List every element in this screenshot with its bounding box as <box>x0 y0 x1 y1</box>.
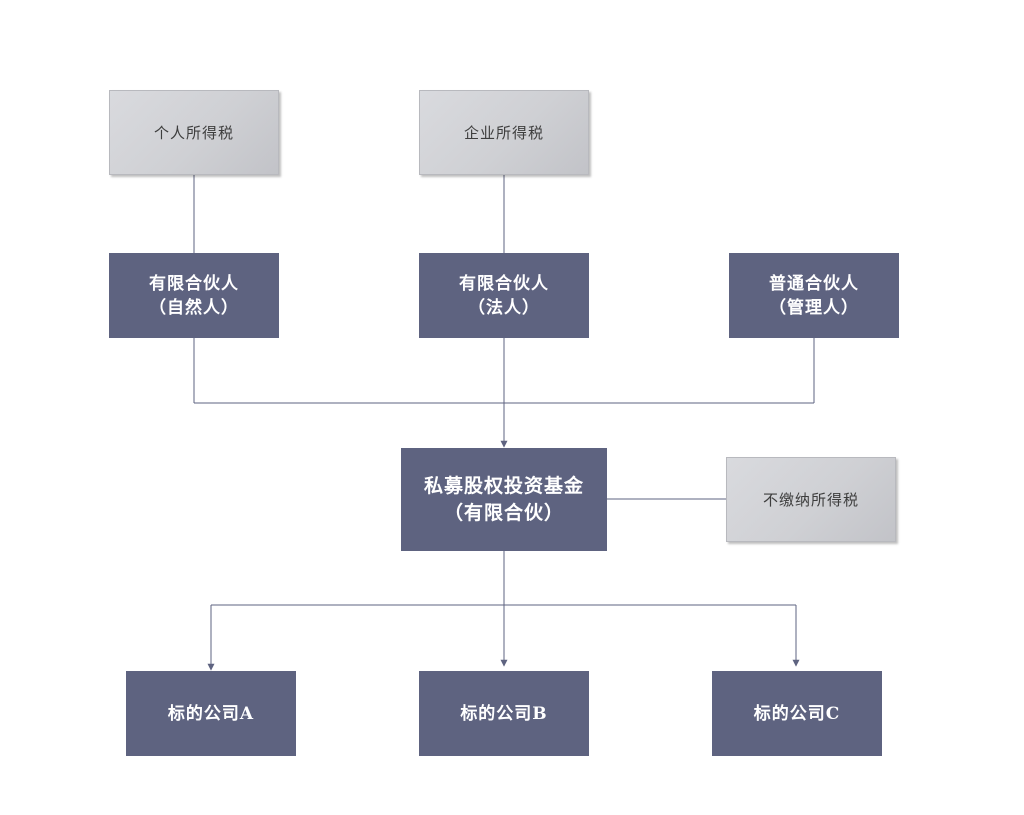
limited-partner-legal-box: 有限合伙人 （法人） <box>419 253 589 338</box>
limited-partner-legal-title: 有限合伙人 <box>459 273 549 294</box>
target-company-c-box: 标的公司C <box>712 671 882 756</box>
individual-income-tax-label: 个人所得税 <box>153 123 234 142</box>
target-company-a-label: 标的公司A <box>167 703 255 724</box>
target-company-a-box: 标的公司A <box>126 671 296 756</box>
limited-partner-legal-subtitle: （法人） <box>468 297 540 318</box>
corporate-income-tax-label: 企业所得税 <box>463 123 544 142</box>
general-partner-title: 普通合伙人 <box>769 273 859 294</box>
general-partner-box: 普通合伙人 （管理人） <box>729 253 899 338</box>
fund-title: 私募股权投资基金 <box>423 474 584 497</box>
fund-subtitle: （有限合伙） <box>443 501 564 524</box>
limited-partner-natural-title: 有限合伙人 <box>149 273 239 294</box>
limited-partner-natural-subtitle: （自然人） <box>149 297 239 318</box>
general-partner-subtitle: （管理人） <box>769 297 859 318</box>
target-company-c-label: 标的公司C <box>753 703 841 724</box>
no-income-tax-box: 不缴纳所得税 <box>726 457 896 542</box>
individual-income-tax-box: 个人所得税 <box>109 90 279 175</box>
no-income-tax-label: 不缴纳所得税 <box>762 490 859 509</box>
limited-partner-natural-box: 有限合伙人 （自然人） <box>109 253 279 338</box>
corporate-income-tax-box: 企业所得税 <box>419 90 589 175</box>
target-company-b-label: 标的公司B <box>460 703 548 724</box>
target-company-b-box: 标的公司B <box>419 671 589 756</box>
private-equity-fund-box: 私募股权投资基金 （有限合伙） <box>401 448 607 551</box>
